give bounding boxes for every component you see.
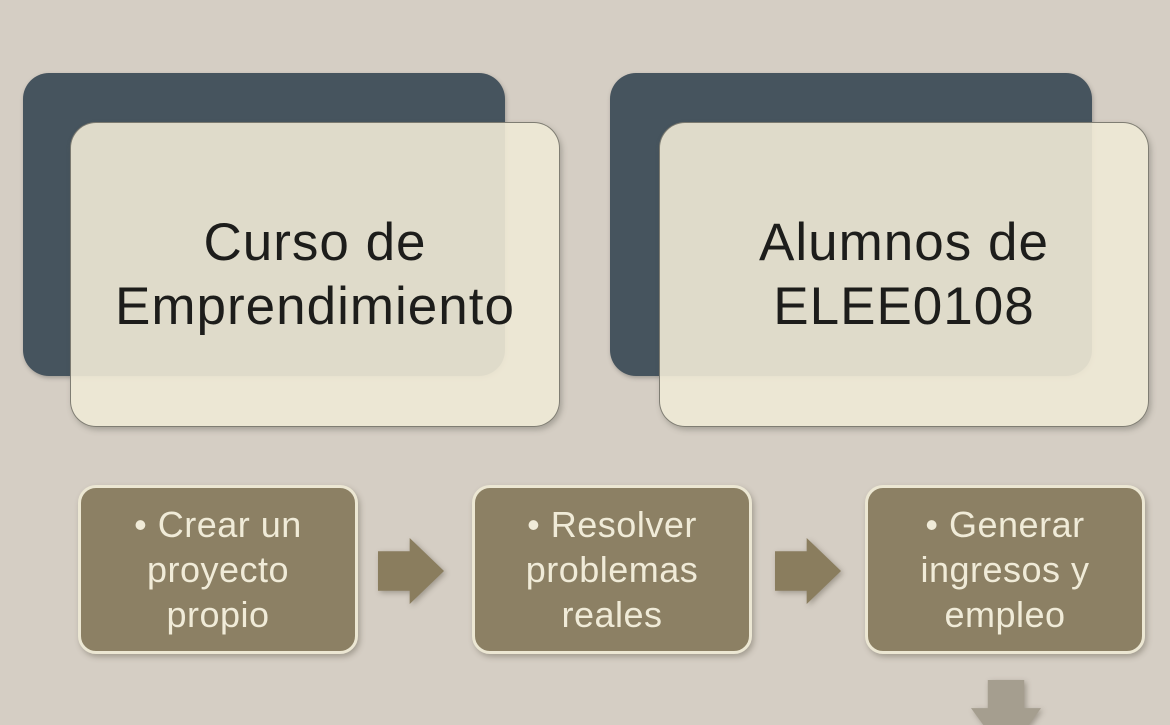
title-card-2-line-2: ELEE0108 <box>773 276 1035 336</box>
title-card-2-line-1: Alumnos de <box>759 212 1049 272</box>
step-box-3-text: • Generar ingresos y empleo <box>920 502 1089 637</box>
step-box-3-line-3: empleo <box>944 594 1066 635</box>
step-box-3: • Generar ingresos y empleo <box>865 485 1145 654</box>
title-card-2-text: Alumnos de ELEE0108 <box>759 211 1049 338</box>
flow-arrow-down-icon <box>971 680 1041 725</box>
step-box-2-line-1: • Resolver <box>527 504 697 545</box>
step-box-2: • Resolver problemas reales <box>472 485 752 654</box>
flow-arrow-right-2-icon <box>775 538 841 604</box>
step-box-1-line-2: proyecto <box>146 549 290 590</box>
title-card-2-front-panel: Alumnos de ELEE0108 <box>659 122 1149 427</box>
title-card-1-line-2: Emprendimiento <box>115 276 515 336</box>
flow-arrow-right-1-icon <box>378 538 444 604</box>
step-box-2-line-3: reales <box>561 594 663 635</box>
step-box-1: • Crear un proyecto propio <box>78 485 358 654</box>
title-card-1-line-1: Curso de <box>203 212 427 272</box>
step-box-2-text: • Resolver problemas reales <box>526 502 699 637</box>
step-box-1-text: • Crear un proyecto propio <box>134 502 302 637</box>
step-box-2-line-2: problemas <box>525 549 699 590</box>
flow-arrow-right-2-shape <box>775 538 841 604</box>
step-box-3-line-1: • Generar <box>925 504 1085 545</box>
step-box-1-line-1: • Crear un <box>134 504 302 545</box>
title-card-1-front-panel: Curso de Emprendimiento <box>70 122 560 427</box>
flow-arrow-right-1-shape <box>378 538 444 604</box>
flow-arrow-down-shape <box>971 680 1041 725</box>
title-card-1-text: Curso de Emprendimiento <box>115 211 515 338</box>
step-box-1-line-3: propio <box>166 594 270 635</box>
step-box-3-line-2: ingresos y <box>920 549 1090 590</box>
